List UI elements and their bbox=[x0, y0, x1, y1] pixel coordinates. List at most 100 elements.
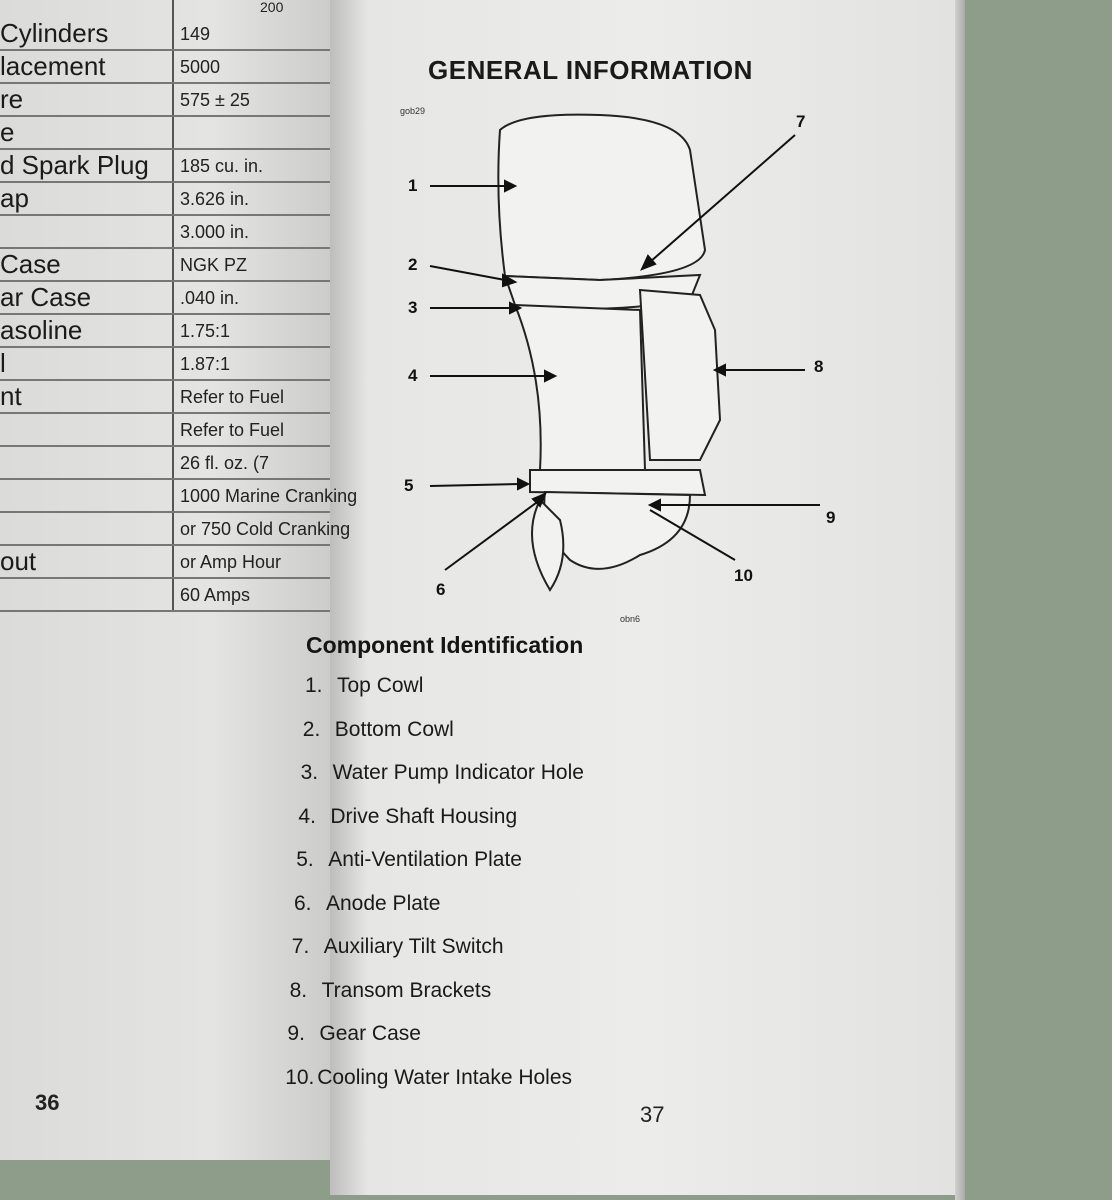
section-title: Component Identification bbox=[306, 632, 584, 658]
item-label: Bottom Cowl bbox=[334, 717, 454, 741]
component-list-item: 6. Anode Plate bbox=[294, 892, 440, 916]
table-rule bbox=[0, 511, 330, 513]
table-row-label: e bbox=[0, 117, 15, 147]
component-list-item: 3.Water Pump Indicator Hole bbox=[301, 761, 584, 785]
item-number: 4. bbox=[298, 804, 316, 828]
component-list-item: 9. Gear Case bbox=[287, 1022, 421, 1046]
component-list-item: 8. Transom Brackets bbox=[290, 979, 492, 1003]
table-row-value: 575 ± 25 bbox=[180, 90, 250, 110]
table-rule bbox=[0, 115, 330, 117]
table-row-value: 185 cu. in. bbox=[180, 156, 264, 176]
item-number: 1. bbox=[305, 674, 323, 697]
table-row-value: .040 in. bbox=[180, 288, 240, 308]
item-number: 6. bbox=[294, 891, 312, 915]
table-rule bbox=[0, 544, 330, 546]
propeller-shape bbox=[531, 498, 565, 592]
table-rule bbox=[0, 214, 330, 216]
table-row-value: 5000 bbox=[180, 57, 221, 77]
table-row-value: 1.87:1 bbox=[180, 354, 231, 374]
table-row-label: Case bbox=[0, 249, 61, 279]
item-number: 2. bbox=[302, 717, 321, 741]
table-row-value: 1000 Marine Cranking bbox=[180, 486, 358, 506]
component-list-item: 2. Bottom Cowl bbox=[303, 718, 454, 742]
gear-case-shape bbox=[543, 490, 692, 570]
callout-8: 8 bbox=[814, 357, 824, 376]
table-row-value: Refer to Fuel bbox=[180, 420, 285, 440]
left-page bbox=[0, 0, 380, 1160]
page-title: GENERAL INFORMATION bbox=[428, 55, 753, 85]
table-rule bbox=[0, 478, 330, 480]
table-row-label: d Spark Plug bbox=[0, 150, 149, 180]
item-number: 10. bbox=[285, 1065, 315, 1089]
table-row-label: nt bbox=[0, 381, 22, 411]
table-rule bbox=[0, 82, 330, 84]
table-row-value: 3.000 in. bbox=[180, 222, 250, 242]
anti-ventilation-plate-shape bbox=[529, 469, 707, 497]
callout-7: 7 bbox=[796, 112, 806, 131]
table-row-value: NGK PZ bbox=[180, 255, 248, 275]
item-label: Auxiliary Tilt Switch bbox=[323, 935, 504, 958]
table-rule bbox=[0, 148, 330, 150]
table-row-value: 149 bbox=[180, 24, 211, 44]
table-row-value: or Amp Hour bbox=[180, 552, 282, 572]
table-divider bbox=[172, 0, 174, 610]
table-row-value: 1.75:1 bbox=[180, 321, 231, 341]
item-label: Top Cowl bbox=[337, 674, 424, 697]
table-row-label: ar Case bbox=[0, 282, 92, 312]
page-number-left: 36 bbox=[35, 1090, 60, 1115]
table-rule bbox=[0, 247, 330, 249]
component-list-item: 10.Cooling Water Intake Holes bbox=[285, 1066, 572, 1090]
table-rule bbox=[0, 412, 330, 414]
item-number: 8. bbox=[289, 978, 308, 1002]
table-rule bbox=[0, 313, 330, 315]
item-label: Gear Case bbox=[319, 1022, 421, 1045]
callout-10: 10 bbox=[734, 566, 753, 585]
callout-6: 6 bbox=[436, 580, 446, 599]
figure-code: gob29 bbox=[400, 106, 426, 116]
page-edge bbox=[955, 0, 965, 1200]
callout-9: 9 bbox=[826, 508, 836, 527]
component-list-item: 4. Drive Shaft Housing bbox=[298, 805, 517, 829]
item-number: 9. bbox=[287, 1022, 305, 1045]
table-row-label: Cylinders bbox=[0, 18, 109, 48]
table-rule bbox=[0, 577, 330, 579]
item-label: Water Pump Indicator Hole bbox=[332, 761, 584, 784]
table-row-label: asoline bbox=[0, 315, 83, 345]
table-rule bbox=[0, 445, 330, 447]
table-rule bbox=[0, 346, 330, 348]
item-label: Transom Brackets bbox=[321, 978, 492, 1002]
table-row-value: or 750 Cold Cranking bbox=[180, 519, 351, 539]
table-row-value: 60 Amps bbox=[180, 585, 251, 605]
table-row-label: ap bbox=[0, 183, 29, 213]
item-label: Drive Shaft Housing bbox=[330, 804, 518, 828]
table-rule bbox=[0, 610, 330, 612]
item-label: Cooling Water Intake Holes bbox=[317, 1065, 573, 1089]
table-rule bbox=[0, 181, 330, 183]
table-rule bbox=[0, 280, 330, 282]
callout-3: 3 bbox=[408, 298, 418, 317]
component-list-item: 7. Auxiliary Tilt Switch bbox=[292, 935, 504, 959]
table-row-label: out bbox=[0, 546, 37, 576]
table-value: 200 bbox=[260, 0, 284, 15]
table-row-value: 26 fl. oz. (7 bbox=[180, 453, 270, 473]
table-row-label: l bbox=[0, 348, 6, 378]
component-list-item: 5.Anti-Ventilation Plate bbox=[296, 848, 522, 872]
item-number: 7. bbox=[291, 935, 310, 958]
component-list-item: 1. Top Cowl bbox=[305, 674, 423, 698]
top-cowl-shape bbox=[497, 113, 707, 282]
table-rule bbox=[0, 379, 330, 381]
table-row-label: lacement bbox=[0, 51, 106, 81]
page-number-right: 37 bbox=[640, 1102, 665, 1127]
transom-bracket-shape bbox=[638, 288, 722, 461]
drive-shaft-housing-shape bbox=[513, 303, 647, 476]
table-rule bbox=[0, 49, 330, 51]
table-row-value: Refer to Fuel bbox=[180, 387, 285, 407]
callout-5: 5 bbox=[404, 476, 414, 495]
table-row-value: 3.626 in. bbox=[180, 189, 250, 209]
table-row-label: re bbox=[0, 84, 24, 114]
figure-code: obn6 bbox=[620, 614, 641, 624]
callout-1: 1 bbox=[408, 176, 418, 195]
item-label: Anode Plate bbox=[326, 891, 441, 915]
item-label: Anti-Ventilation Plate bbox=[328, 848, 522, 871]
